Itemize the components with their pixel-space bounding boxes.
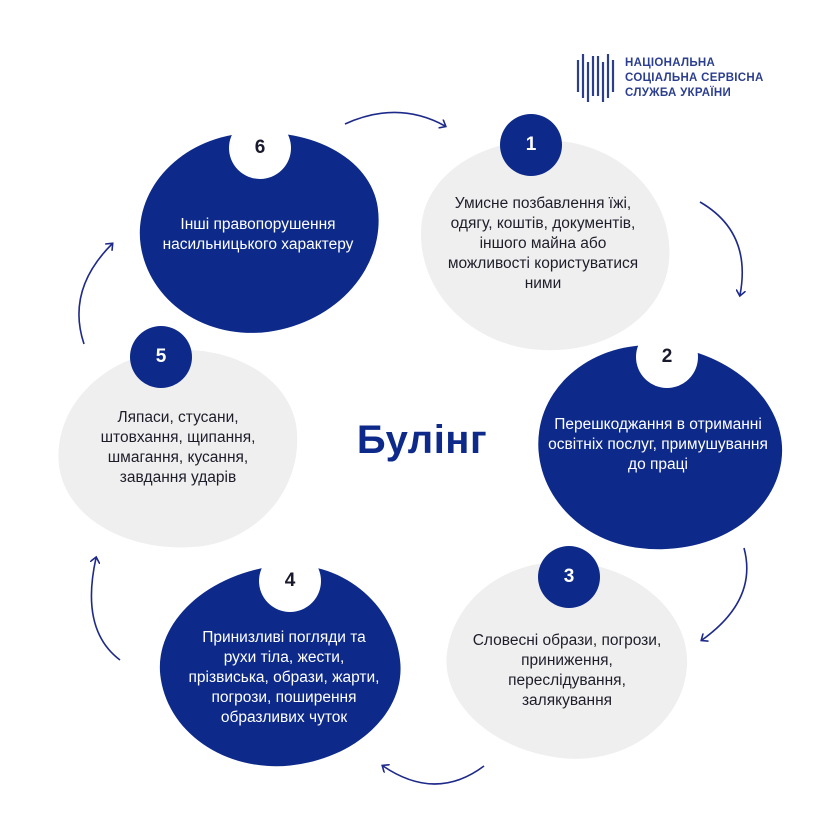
logo-text: НАЦІОНАЛЬНА СОЦІАЛЬНА СЕРВІСНА СЛУЖБА УК… [625, 56, 764, 101]
logo: НАЦІОНАЛЬНА СОЦІАЛЬНА СЕРВІСНА СЛУЖБА УК… [575, 52, 764, 104]
item-2-text: Перешкоджання в отриманні освітніх послу… [548, 416, 768, 473]
arrow-4-to-5 [91, 558, 121, 661]
item-4-text: Принизливі погляди та рухи тіла, жести, … [188, 629, 380, 726]
item-6-text: Інші правопорушення насильницького харак… [162, 216, 354, 253]
item-1-badge: 1 [500, 114, 562, 176]
trident-logo-icon [576, 54, 615, 102]
logo-line-1: НАЦІОНАЛЬНА [625, 56, 716, 69]
logo-line-3: СЛУЖБА УКРАЇНИ [625, 86, 732, 99]
item-5-badge: 5 [130, 326, 192, 388]
logo-line-2: СОЦІАЛЬНА СЕРВІСНА [625, 71, 764, 84]
item-4-badge: 4 [259, 550, 321, 612]
item-1-text: Умисне позбавлення їжі, одягу, коштів, д… [447, 195, 639, 292]
item-6-badge: 6 [229, 117, 291, 179]
arrow-3-to-4 [383, 766, 485, 785]
item-5-text: Ляпаси, стусани, штовхання, щипання, шма… [100, 409, 256, 486]
item-3-badge: 3 [538, 546, 600, 608]
arrow-2-to-3 [702, 547, 748, 640]
item-3-text: Словесні образи, погрози, приниження, пе… [472, 632, 662, 709]
item-2-badge: 2 [636, 326, 698, 388]
arrow-6-to-1 [344, 111, 445, 126]
arrow-5-to-6 [78, 244, 112, 345]
arrow-1-to-2 [699, 201, 742, 295]
diagram-title: Булінг [356, 418, 488, 462]
